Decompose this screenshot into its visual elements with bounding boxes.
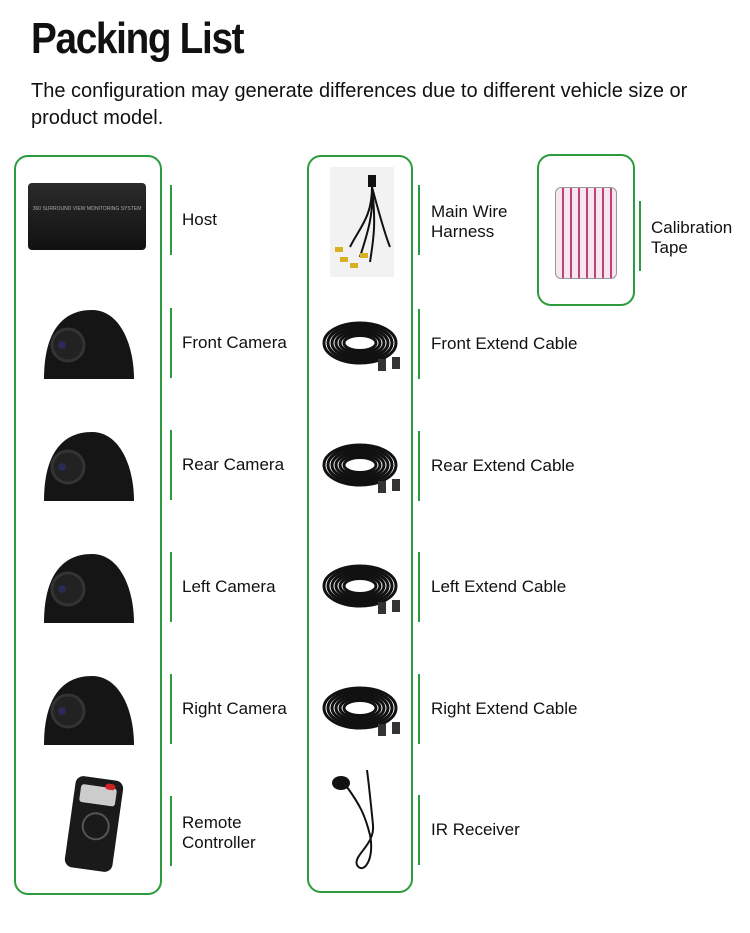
- divider-bar: [418, 185, 420, 255]
- divider-bar: [418, 552, 420, 622]
- cable-coil-image: [322, 564, 400, 614]
- ir-receiver-image: [332, 769, 375, 870]
- left-group-box: [14, 155, 162, 895]
- item-label-camera: Right Camera: [182, 699, 287, 718]
- wire-harness-image: [330, 167, 394, 277]
- item-label-tape-roll: Calibration Tape: [651, 218, 733, 257]
- item-label-cable-coil: Left Extend Cable: [431, 577, 567, 596]
- item-label-remote: Remote Controller: [182, 813, 256, 852]
- subtitle: The configuration may generate differenc…: [31, 80, 688, 129]
- calibration-box: [537, 154, 635, 306]
- divider-bar: [170, 430, 172, 500]
- divider-bar: [418, 674, 420, 744]
- divider-bar: [418, 431, 420, 501]
- cable-coil-image: [322, 443, 400, 493]
- camera-image: [44, 432, 134, 501]
- host-printed-text: 360 SURROUND VIEW MONITORING SYSTEM: [32, 206, 142, 212]
- item-label-cable-coil: Front Extend Cable: [431, 334, 578, 353]
- calibration-tape-image: [555, 187, 617, 279]
- cable-coil-image: [322, 321, 400, 371]
- host-image: 360 SURROUND VIEW MONITORING SYSTEM: [28, 183, 146, 250]
- item-label-wire-harness: Main Wire Harness: [431, 202, 508, 241]
- camera-image: [44, 310, 134, 379]
- page-title: Packing List: [31, 14, 245, 63]
- item-label-cable-coil: Rear Extend Cable: [431, 456, 575, 475]
- cable-coil-image: [322, 686, 400, 736]
- item-label-camera: Left Camera: [182, 577, 276, 596]
- divider-bar: [170, 552, 172, 622]
- divider-bar: [639, 201, 641, 271]
- item-label-cable-coil: Right Extend Cable: [431, 699, 578, 718]
- item-label-ir-receiver: IR Receiver: [431, 820, 520, 839]
- divider-bar: [170, 308, 172, 378]
- camera-image: [44, 676, 134, 745]
- divider-bar: [418, 309, 420, 379]
- divider-bar: [170, 185, 172, 255]
- item-label-host-box: Host: [182, 210, 217, 229]
- camera-image: [44, 554, 134, 623]
- divider-bar: [170, 674, 172, 744]
- item-label-camera: Rear Camera: [182, 455, 285, 474]
- divider-bar: [170, 796, 172, 866]
- divider-bar: [418, 795, 420, 865]
- middle-group-box: [307, 155, 413, 893]
- item-label-camera: Front Camera: [182, 333, 287, 352]
